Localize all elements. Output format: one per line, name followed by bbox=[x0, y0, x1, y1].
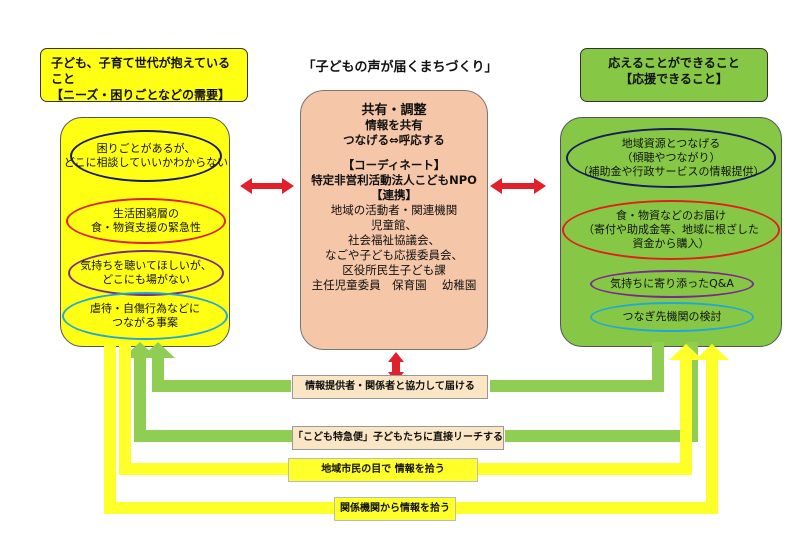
flow-label-express: 「こども特急便」子どもたちに直接リーチする bbox=[292, 426, 504, 450]
green-arrow-2 bbox=[123, 342, 698, 442]
link-label: 【連携】 bbox=[371, 188, 417, 202]
green-arrow-1 bbox=[141, 342, 664, 392]
support-resources: 地域資源とつなげる （傾聴やつながり） （補助金や行政サービスの情報提供） bbox=[566, 128, 776, 188]
left-header-line2: 【ニーズ・困りごとなどの需要】 bbox=[51, 88, 231, 102]
partner-item: 社会福祉協議会、 bbox=[348, 233, 440, 247]
right-header: 応えることができること 【応援できること】 bbox=[580, 48, 768, 102]
center-sub1: 情報を共有 bbox=[365, 118, 423, 132]
left-header-line1: 子ども、子育て世代が抱えていること bbox=[51, 56, 231, 86]
flow-label-agencies: 関係機関から情報を拾う bbox=[334, 497, 456, 521]
partner-item: 区役所民生子ども課 bbox=[342, 263, 446, 277]
red-double-arrow-left bbox=[240, 178, 294, 194]
red-double-arrow-right bbox=[490, 178, 546, 194]
support-delivery: 食・物資などのお届け （寄付や助成金等、地域に根ざした 資金から購入） bbox=[562, 200, 780, 260]
flow-label-deliver: 情報提供者・関係者と協力して届ける bbox=[292, 375, 488, 399]
coordinate-label: 【コーディネート】 bbox=[342, 158, 446, 172]
partner-item: 地域の活動者・関連機関 bbox=[330, 203, 458, 217]
center-heading: 共有・調整 bbox=[361, 103, 427, 118]
left-header: 子ども、子育て世代が抱えていること 【ニーズ・困りごとなどの需要】 bbox=[40, 48, 248, 102]
diagram-title: 「子どもの声が届くまちづくり」 bbox=[302, 60, 498, 75]
partner-item: なごや子ども応援委員会、 bbox=[325, 248, 463, 262]
npo-name: 特定非営利活動法人こどもNPO bbox=[311, 173, 477, 187]
red-double-arrow-down bbox=[388, 352, 404, 382]
support-referral: つなぎ先機関の検討 bbox=[590, 302, 754, 332]
partner-item: 児童館、 bbox=[371, 218, 417, 232]
yellow-arrow-1 bbox=[119, 344, 703, 475]
right-header-line1: 応えることができること bbox=[608, 56, 740, 70]
center-sub2: つなげる⇔呼応する bbox=[343, 133, 445, 147]
need-consultation: 困りごとがあるが、 どこに相談していいかわからない bbox=[64, 130, 228, 182]
partner-item: 主任児童委員 保育園 幼稚園 bbox=[311, 278, 477, 292]
flow-label-citizens: 地域市民の目で 情報を拾う bbox=[288, 458, 478, 482]
coordination-box: 共有・調整 情報を共有 つなげる⇔呼応する 【コーディネート】 特定非営利活動法… bbox=[300, 90, 488, 350]
right-header-line2: 【応援できること】 bbox=[620, 72, 728, 86]
support-qa: 気持ちに寄り添ったQ&A bbox=[590, 270, 754, 298]
need-abuse-cases: 虐待・自傷行為などに つながる事案 bbox=[62, 292, 228, 340]
need-emergency-supplies: 生活困窮層の 食・物資支援の緊急性 bbox=[66, 198, 226, 244]
